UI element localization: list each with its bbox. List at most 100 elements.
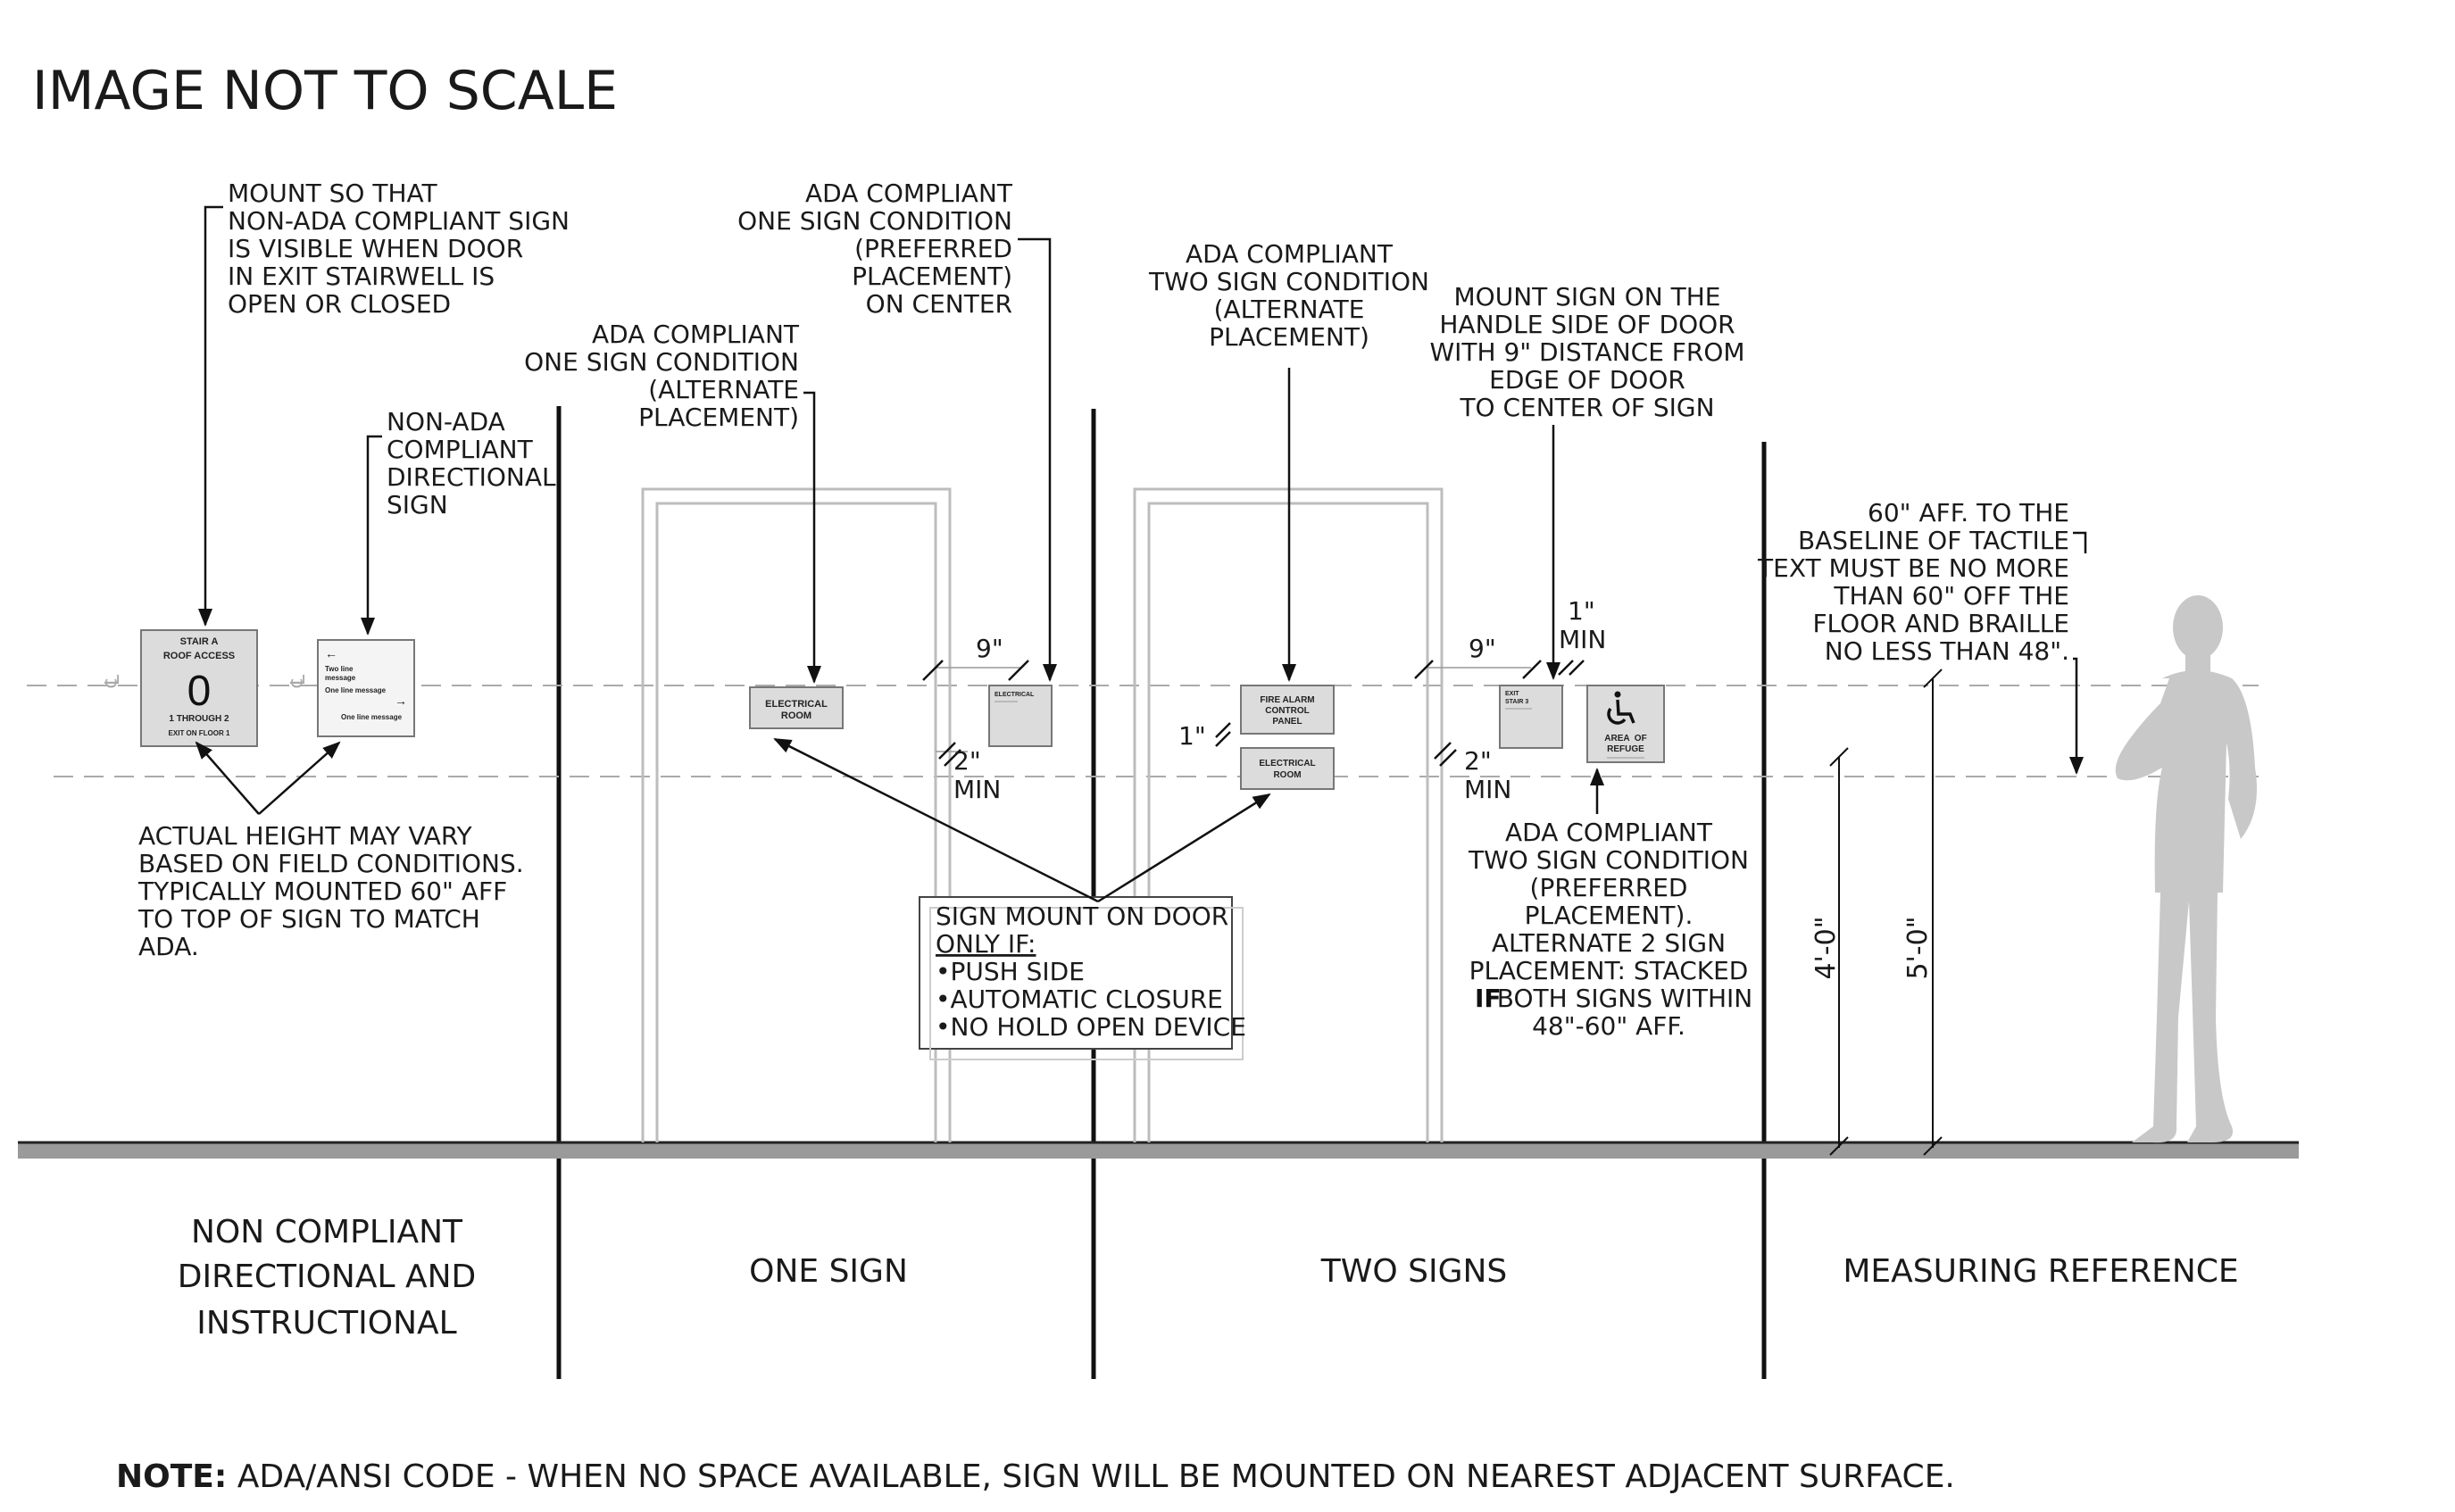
dim-9in-two-signs [1414,660,1542,679]
svg-text:DIRECTIONAL: DIRECTIONAL [387,462,556,492]
svg-text:ADA COMPLIANT: ADA COMPLIANT [1186,239,1394,269]
svg-text:NON-ADA COMPLIANT SIGN: NON-ADA COMPLIANT SIGN [228,206,570,236]
leader-one-sign-preferred [1018,237,1057,682]
svg-text:MIN: MIN [1464,775,1511,804]
svg-text:PLACEMENT): PLACEMENT) [852,262,1012,291]
svg-text:EXIT ON FLOOR 1: EXIT ON FLOOR 1 [169,729,230,737]
dim-2in-one-sign [936,742,968,767]
svg-text:IS VISIBLE WHEN DOOR: IS VISIBLE WHEN DOOR [228,234,523,263]
svg-text:One line message: One line message [341,713,403,721]
fire-alarm-sign: FIRE ALARM CONTROL PANEL [1240,685,1335,735]
leader-one-sign-alternate [803,391,821,684]
leader-actual-height-2 [258,741,341,815]
svg-text:ROOF ACCESS: ROOF ACCESS [163,651,235,661]
leader-tactile-1 [2073,531,2087,553]
svg-text:2": 2" [1464,746,1492,776]
svg-text:ROOM: ROOM [1273,770,1301,780]
svg-text:INSTRUCTIONAL: INSTRUCTIONAL [196,1305,456,1342]
svg-text:48"-60" AFF.: 48"-60" AFF. [1532,1011,1685,1041]
section-label-measuring: MEASURING REFERENCE [1843,1253,2238,1290]
leader-tactile-2 [2069,657,2084,775]
svg-text:(PREFERRED: (PREFERRED [1530,873,1688,902]
arrow-left-icon: ← [325,646,337,660]
svg-text:PLACEMENT).: PLACEMENT). [1525,901,1694,930]
svg-text:ON CENTER: ON CENTER [866,289,1012,319]
svg-text:ACTUAL HEIGHT MAY VARY: ACTUAL HEIGHT MAY VARY [138,821,473,851]
svg-text:One line message: One line message [325,686,387,694]
svg-text:•NO HOLD OPEN DEVICE: •NO HOLD OPEN DEVICE [936,1012,1246,1042]
door-one-sign [641,487,952,1142]
dim-4ft-label: 4'-0" [1810,916,1842,979]
annotation-tactile: 60" AFF. TO THE BASELINE OF TACTILE TEXT… [1757,498,2069,666]
annotation-mount-visible: MOUNT SO THAT NON-ADA COMPLIANT SIGN IS … [228,179,570,319]
annotation-handle-side: MOUNT SIGN ON THE HANDLE SIDE OF DOOR WI… [1429,282,1744,422]
svg-text:Two line: Two line [325,665,354,673]
svg-text:CONTROL: CONTROL [1265,706,1309,716]
dim-9in-one-sign [922,660,1029,681]
svg-text:2": 2" [953,746,981,776]
electrical-room-sign: ELECTRICAL ROOM [749,686,844,729]
svg-text:MOUNT SO THAT: MOUNT SO THAT [228,179,437,208]
svg-text:(ALTERNATE: (ALTERNATE [648,375,799,404]
svg-text:(PREFERRED: (PREFERRED [854,234,1012,263]
centerline-icon: ℄ [102,674,124,688]
dimension-4ft [1829,747,1849,1156]
svg-text:ELECTRICAL: ELECTRICAL [765,699,828,710]
svg-text:MIN: MIN [1559,625,1606,654]
directional-sign: ← Two line message One line message → On… [317,639,415,737]
svg-text:SIGN MOUNT ON DOOR: SIGN MOUNT ON DOOR [936,901,1228,931]
leader-mount-visible [198,205,223,627]
leader-door-mount-2 [1097,793,1271,903]
svg-text:•PUSH SIDE: •PUSH SIDE [936,957,1085,986]
annotation-one-sign-alternate: ADA COMPLIANT ONE SIGN CONDITION (ALTERN… [524,320,800,432]
electrical-room-sign-2: ELECTRICAL ROOM [1240,747,1335,790]
svg-text:DIRECTIONAL AND: DIRECTIONAL AND [178,1259,477,1295]
annotation-if: IF [1475,984,1502,1013]
svg-text:WITH 9" DISTANCE FROM: WITH 9" DISTANCE FROM [1429,337,1744,367]
svg-text:9": 9" [976,634,1003,663]
svg-text:PANEL: PANEL [1272,717,1302,727]
svg-text:0: 0 [187,668,212,715]
svg-text:PLACEMENT: STACKED: PLACEMENT: STACKED [1469,956,1749,985]
svg-text:ADA COMPLIANT: ADA COMPLIANT [805,179,1013,208]
svg-text:TEXT MUST BE NO MORE: TEXT MUST BE NO MORE [1757,553,2069,583]
svg-text:TYPICALLY MOUNTED 60" AFF: TYPICALLY MOUNTED 60" AFF [137,876,507,906]
svg-text:PLACEMENT): PLACEMENT) [638,403,799,432]
annotation-non-ada-directional: NON-ADA COMPLIANT DIRECTIONAL SIGN [387,407,556,519]
svg-text:ONE SIGN CONDITION: ONE SIGN CONDITION [524,347,799,377]
annotation-two-sign-preferred: ADA COMPLIANT TWO SIGN CONDITION (PREFER… [1468,818,1752,1041]
svg-text:EXIT: EXIT [1505,691,1519,697]
svg-text:NO LESS THAN 48".: NO LESS THAN 48". [1825,636,2069,666]
svg-text:ELECTRICAL: ELECTRICAL [1259,759,1315,768]
page-title: IMAGE NOT TO SCALE [32,60,618,122]
dim-5ft-label: 5'-0" [1902,916,1934,979]
svg-text:HANDLE SIDE OF DOOR: HANDLE SIDE OF DOOR [1439,310,1735,339]
svg-text:ELECTRICAL: ELECTRICAL [994,692,1035,698]
svg-text:STAIR A: STAIR A [180,636,219,647]
annotation-actual-height: ACTUAL HEIGHT MAY VARY BASED ON FIELD CO… [137,821,524,961]
leader-door-mount-1 [773,737,1099,903]
area-of-refuge-sign: AREA OF REFUGE [1586,685,1665,763]
svg-text:STAIR 3: STAIR 3 [1505,699,1528,705]
svg-text:ALTERNATE 2 SIGN: ALTERNATE 2 SIGN [1492,928,1726,958]
section-label-two-signs: TWO SIGNS [1320,1253,1508,1290]
exit-stair-sign: EXIT STAIR 3 [1499,685,1563,749]
svg-text:NON-ADA: NON-ADA [387,407,505,436]
svg-text:9": 9" [1469,634,1496,663]
note-text: ADA/ANSI CODE - WHEN NO SPACE AVAILABLE,… [227,1458,1955,1495]
svg-text:BASELINE OF TACTILE: BASELINE OF TACTILE [1798,526,2069,555]
svg-text:BOTH SIGNS WITHIN: BOTH SIGNS WITHIN [1497,984,1752,1013]
human-silhouette [2115,595,2257,1143]
svg-text:TWO SIGN CONDITION: TWO SIGN CONDITION [1148,267,1429,296]
svg-text:OPEN OR CLOSED: OPEN OR CLOSED [228,289,451,319]
svg-text:ADA COMPLIANT: ADA COMPLIANT [1505,818,1713,847]
svg-text:THAN 60" OFF THE: THAN 60" OFF THE [1833,581,2069,611]
section-label-one-sign: ONE SIGN [749,1253,908,1290]
note-label: NOTE: [116,1458,227,1495]
svg-text:TO CENTER OF SIGN: TO CENTER OF SIGN [1459,393,1714,422]
svg-text:SIGN: SIGN [387,490,448,519]
svg-text:COMPLIANT: COMPLIANT [387,435,534,464]
svg-text:TO TOP OF SIGN TO MATCH: TO TOP OF SIGN TO MATCH [137,904,480,934]
svg-text:BASED ON FIELD CONDITIONS.: BASED ON FIELD CONDITIONS. [138,849,524,878]
svg-text:REFUGE: REFUGE [1607,744,1644,754]
